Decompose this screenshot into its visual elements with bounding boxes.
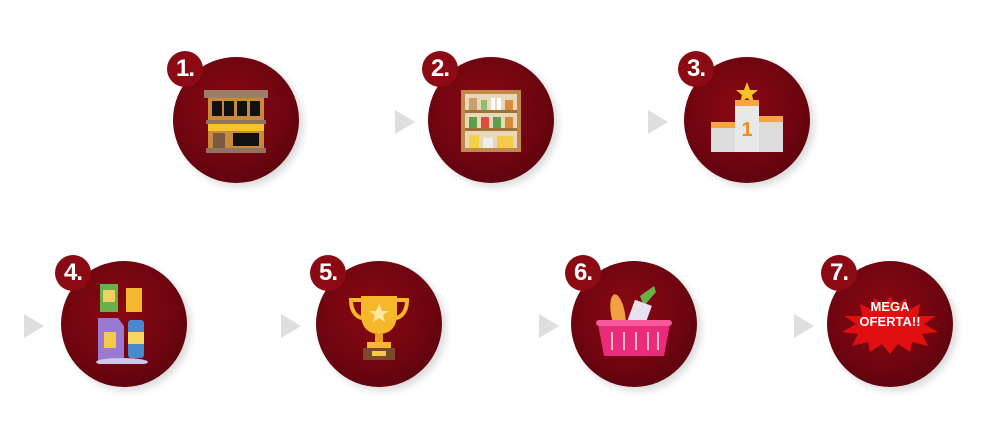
- mega-offer-burst-icon: [842, 296, 938, 354]
- step-2: 2.: [422, 51, 554, 183]
- arrow-right-icon: [395, 110, 415, 134]
- step-7: 7. MEGA OFERTA!!: [821, 255, 953, 387]
- step-number-badge: 7.: [821, 255, 857, 291]
- arrow-right-icon: [24, 314, 44, 338]
- arrow-right-icon: [539, 314, 559, 338]
- step-number-badge: 1.: [167, 51, 203, 87]
- step-number-badge: 4.: [55, 255, 91, 291]
- oferta-label: OFERTA!!: [859, 314, 921, 329]
- step-number-badge: 5.: [310, 255, 346, 291]
- arrow-right-icon: [794, 314, 814, 338]
- podium-number: 1: [741, 119, 752, 141]
- shopping-basket-icon: [596, 286, 672, 356]
- step-5: 5.: [310, 255, 442, 387]
- step-4: 4.: [55, 255, 187, 387]
- mega-offer-label: MEGA OFERTA!!: [827, 299, 953, 329]
- step-6: 6.: [565, 255, 697, 387]
- step-1: 1.: [167, 51, 299, 183]
- products-icon: [96, 284, 148, 364]
- arrow-right-icon: [648, 110, 668, 134]
- step-3: 3. 1: [678, 51, 810, 183]
- step-number-badge: 3.: [678, 51, 714, 87]
- trophy-icon: [348, 296, 410, 360]
- podium-icon: 1: [711, 82, 783, 152]
- storefront-icon: [204, 90, 268, 153]
- arrow-right-icon: [281, 314, 301, 338]
- step-number-badge: 6.: [565, 255, 601, 291]
- shelf-icon: [461, 90, 521, 152]
- step-number-badge: 2.: [422, 51, 458, 87]
- mega-label: MEGA: [870, 299, 910, 314]
